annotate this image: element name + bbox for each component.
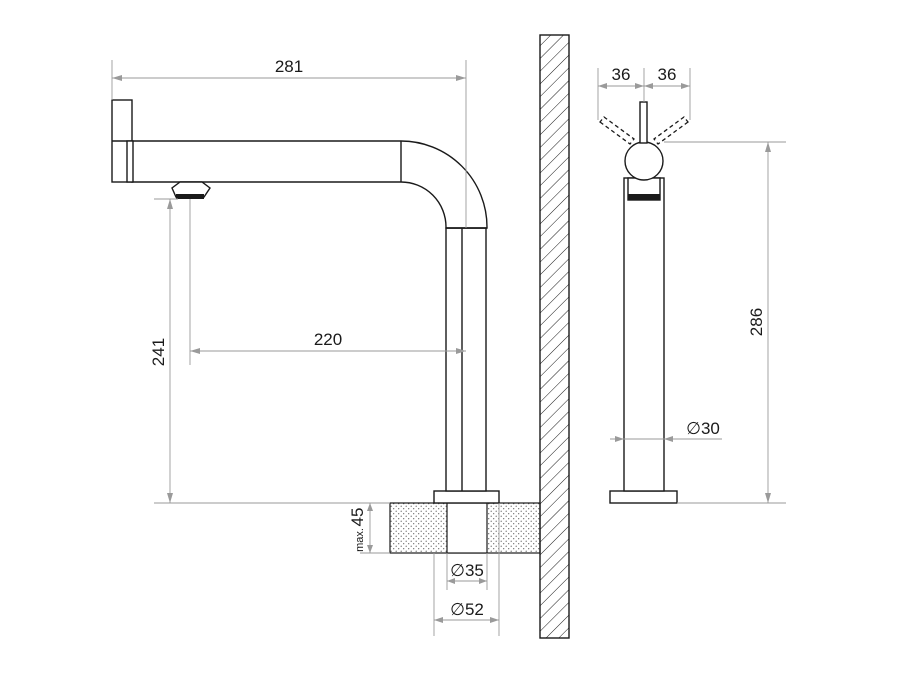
faucet-front-view: [599, 101, 689, 504]
dim-label-36-right: 36: [658, 65, 677, 84]
dimension-total-height: 286: [664, 141, 786, 504]
wall-section: [539, 34, 570, 639]
dim-label-36-left: 36: [612, 65, 631, 84]
dimension-spout-length: 281: [111, 57, 467, 228]
dimension-reach: 220: [189, 199, 466, 365]
dim-label-220: 220: [314, 330, 342, 349]
dim-label-286: 286: [747, 308, 766, 336]
countertop-section: [389, 502, 541, 554]
dimension-body-diameter: ∅30: [610, 419, 722, 442]
dim-label-max-prefix: max.: [354, 528, 366, 552]
dimension-counter-thickness: max. 45: [348, 502, 390, 554]
dim-label-d52: ∅52: [450, 600, 484, 619]
dim-label-45: 45: [348, 508, 367, 527]
dimension-inner-diameter: ∅35: [446, 553, 488, 590]
dimension-handle-offsets: 36 36: [597, 65, 691, 120]
dim-label-d30: ∅30: [686, 419, 720, 438]
dimension-base-diameter: ∅52: [433, 503, 500, 636]
dim-label-d35: ∅35: [450, 561, 484, 580]
dim-label-281: 281: [275, 57, 303, 76]
dimension-spout-height: 241: [149, 198, 390, 504]
dim-label-241: 241: [149, 338, 168, 366]
